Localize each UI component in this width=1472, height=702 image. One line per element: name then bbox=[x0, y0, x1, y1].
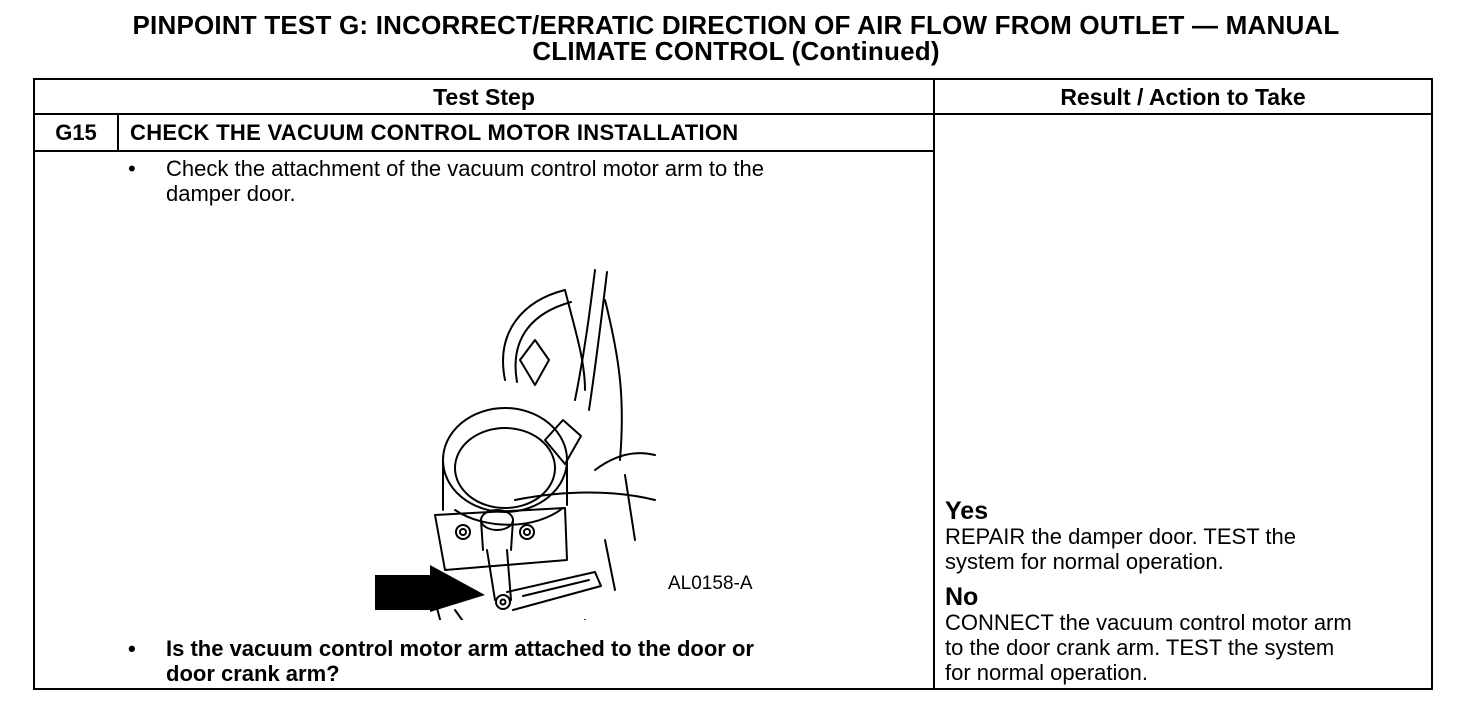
question-text: Is the vacuum control motor arm attached… bbox=[166, 636, 754, 686]
step-title-underline bbox=[35, 150, 933, 152]
instruction-text: Check the attachment of the vacuum contr… bbox=[166, 156, 764, 206]
result-yes: Yes REPAIR the damper door. TEST the sys… bbox=[945, 498, 1296, 574]
column-divider bbox=[933, 80, 935, 688]
header-test-step: Test Step bbox=[433, 84, 535, 110]
no-action-line-1: CONNECT the vacuum control motor arm bbox=[945, 610, 1352, 635]
no-action-line-3: for normal operation. bbox=[945, 660, 1148, 685]
header-result-action: Result / Action to Take bbox=[1060, 84, 1306, 110]
instruction-line-2: damper door. bbox=[166, 181, 296, 206]
vacuum-motor-illustration bbox=[375, 269, 656, 620]
yes-action-line-1: REPAIR the damper door. TEST the bbox=[945, 524, 1296, 549]
yes-action-line-2: system for normal operation. bbox=[945, 549, 1224, 574]
step-title: CHECK THE VACUUM CONTROL MOTOR INSTALLAT… bbox=[130, 120, 739, 145]
header-divider bbox=[35, 113, 1431, 115]
question-bullet: • Is the vacuum control motor arm attach… bbox=[128, 636, 908, 688]
bullet-dot: • bbox=[128, 156, 136, 181]
pinpoint-test-table: Test Step Result / Action to Take G15 CH… bbox=[33, 78, 1433, 690]
no-action-line-2: to the door crank arm. TEST the system bbox=[945, 635, 1335, 660]
question-line-2: door crank arm? bbox=[166, 661, 340, 686]
yes-label: Yes bbox=[945, 497, 989, 525]
figure-label: AL0158-A bbox=[668, 573, 753, 594]
instruction-line-1: Check the attachment of the vacuum contr… bbox=[166, 156, 764, 181]
step-number-divider bbox=[117, 115, 119, 151]
step-number: G15 bbox=[55, 120, 97, 145]
question-line-1: Is the vacuum control motor arm attached… bbox=[166, 636, 754, 661]
title-line-1: PINPOINT TEST G: INCORRECT/ERRATIC DIREC… bbox=[132, 10, 1340, 40]
page-title: PINPOINT TEST G: INCORRECT/ERRATIC DIREC… bbox=[0, 12, 1472, 64]
title-line-2: CLIMATE CONTROL (Continued) bbox=[532, 36, 940, 66]
no-label: No bbox=[945, 583, 979, 611]
bullet-dot: • bbox=[128, 636, 136, 661]
result-no: No CONNECT the vacuum control motor arm … bbox=[945, 584, 1352, 685]
instruction-bullet: • Check the attachment of the vacuum con… bbox=[128, 156, 908, 208]
